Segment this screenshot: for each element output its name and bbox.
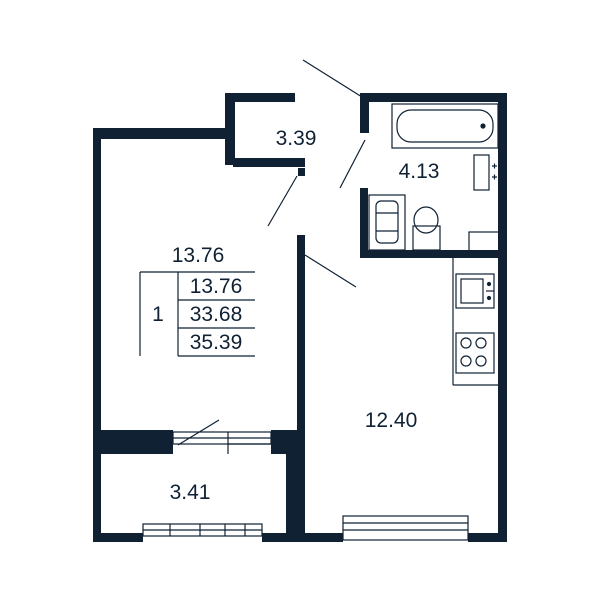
door-storage bbox=[267, 175, 298, 227]
wall-bedroom-bottom-left bbox=[93, 430, 173, 454]
wall-bath-left-upper bbox=[360, 93, 369, 133]
door-bathroom bbox=[339, 139, 366, 189]
towel-rail-icon bbox=[473, 154, 497, 191]
bathroom-fixtures bbox=[368, 103, 500, 252]
wall-bath-bottom bbox=[360, 250, 506, 258]
wall-storage-bottom-stub bbox=[298, 168, 305, 176]
wall-balcony-bottom-left bbox=[93, 533, 143, 542]
wall-left bbox=[93, 128, 101, 540]
window-kitchen bbox=[342, 515, 469, 541]
door-kitchen bbox=[304, 254, 357, 288]
wall-balcony-right bbox=[286, 454, 305, 540]
wall-balcony-bottom-right bbox=[262, 533, 305, 542]
living-area-value: 13.76 bbox=[190, 275, 243, 298]
storage-area-label: 3.39 bbox=[276, 127, 317, 150]
wall-bedroom-bottom-right bbox=[271, 430, 305, 454]
wall-kitchen-bottom-right bbox=[468, 533, 507, 542]
wall-storage-left bbox=[225, 93, 235, 165]
area-summary-table bbox=[139, 271, 255, 357]
door-entry bbox=[302, 59, 363, 98]
wall-partition bbox=[297, 235, 305, 542]
wall-bath-left-lower bbox=[360, 188, 368, 258]
wall-left-top bbox=[93, 128, 233, 139]
wall-storage-bottom bbox=[233, 158, 305, 167]
bedroom-area-label: 13.76 bbox=[172, 244, 225, 267]
doors bbox=[177, 59, 366, 446]
windows bbox=[142, 431, 469, 541]
washing-machine-icon bbox=[368, 194, 406, 251]
wall-bath-top bbox=[360, 93, 506, 102]
walls bbox=[93, 93, 507, 542]
wall-storage-top bbox=[225, 93, 295, 102]
wall-right bbox=[498, 93, 507, 540]
bathroom-area-label: 4.13 bbox=[399, 160, 440, 183]
total-area-value: 33.68 bbox=[190, 303, 243, 326]
door-balcony bbox=[177, 419, 220, 446]
shaft bbox=[468, 231, 500, 252]
kitchen-area-label: 12.40 bbox=[365, 409, 418, 432]
balcony-opening bbox=[227, 432, 271, 454]
toilet-icon bbox=[412, 206, 441, 251]
stove-icon bbox=[455, 332, 495, 374]
sink-icon bbox=[455, 273, 495, 309]
balcony-area-label: 3.41 bbox=[170, 481, 211, 504]
wall-kitchen-bottom-left bbox=[297, 533, 343, 542]
total-with-balcony-value: 35.39 bbox=[190, 331, 243, 354]
rooms-count: 1 bbox=[152, 303, 164, 326]
kitchen-fixtures bbox=[452, 258, 498, 386]
bathtub-icon bbox=[391, 103, 499, 149]
